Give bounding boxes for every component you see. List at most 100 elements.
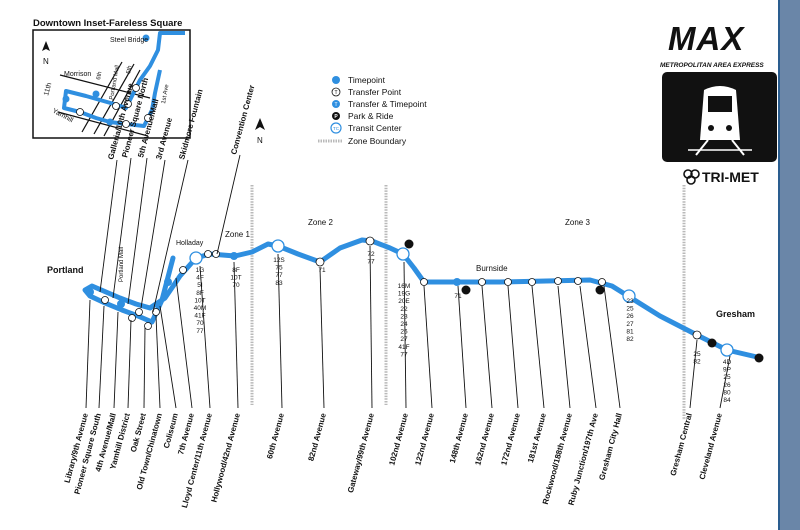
route-number: 70 — [196, 320, 204, 327]
station-label-bottom-20: Ruby Junction/197th Ave — [567, 412, 600, 507]
route-number: 20E — [398, 298, 410, 305]
route-number: 41F — [194, 313, 205, 320]
route-number: 12S — [273, 257, 285, 264]
station-label-bottom-22: Gresham Central — [669, 412, 694, 477]
route-number: 27 — [626, 321, 634, 328]
north-label: N — [257, 136, 263, 145]
station-label-bottom-10: 60th Avenue — [265, 412, 286, 460]
legend-park-ride-symbol: P — [334, 114, 338, 120]
north-arrow-icon — [255, 118, 265, 130]
route-number: 4D — [723, 359, 732, 366]
legend-transit-center-label: Transit Center — [348, 123, 402, 133]
route-number: 41F — [398, 344, 409, 351]
route-number: 26 — [400, 329, 408, 336]
inset-route-line — [62, 31, 185, 128]
route-number: 81 — [626, 328, 634, 335]
brand-subtitle: METROPOLITAN AREA EXPRESS — [660, 62, 764, 69]
legend-transfer-symbol: T — [334, 90, 337, 96]
transfer-points — [230, 236, 702, 340]
inset-label-morrison: Morrison — [64, 71, 91, 78]
station-label-bottom-18: 181st Avenue — [526, 412, 548, 464]
legend-park-ride-label: Park & Ride — [348, 111, 394, 121]
legend-transit-center-icon — [330, 122, 342, 134]
zone-1-label: Zone 1 — [225, 230, 250, 239]
route-number: 26 — [723, 382, 731, 389]
inset-label-portland-mall: Portland Mall — [109, 65, 121, 101]
route-number: 27 — [400, 336, 408, 343]
station-label-bottom-14: 122nd Avenue — [413, 412, 436, 467]
route-number: 8F — [232, 267, 240, 274]
route-number: 75 — [275, 265, 283, 272]
place-portland: Portland — [47, 265, 84, 275]
route-number: 25 — [723, 374, 731, 381]
inset-north-label: N — [43, 57, 49, 66]
bus-route-lists: 1G4F5I8F10T40M41F70778F10T7012S757783717… — [194, 251, 732, 404]
agency-name: TRI-MET — [702, 169, 759, 185]
zone-3-label: Zone 3 — [565, 218, 590, 227]
route-number: 26 — [626, 313, 634, 320]
transit-centers — [189, 239, 734, 357]
place-holladay: Holladay — [176, 240, 204, 247]
inset-label-steel-bridge: Steel Bridge — [110, 37, 148, 44]
route-number: 72 — [367, 251, 375, 258]
inset-label-1st-ave: 1st Ave — [161, 83, 170, 104]
route-number: 10T — [230, 275, 241, 282]
route-number: 40M — [194, 305, 207, 312]
train-icon — [688, 86, 752, 156]
inset-title: Downtown Inset-Fareless Square — [33, 18, 182, 29]
route-number: 8F — [196, 290, 204, 297]
route-number: 5I — [197, 282, 203, 289]
station-label-bottom-9: Hollywood/42nd Avenue — [209, 412, 242, 504]
route-number: 19G — [398, 291, 410, 298]
route-number: 25 — [693, 351, 701, 358]
route-number: 10T — [194, 297, 205, 304]
inset-label-11th: 11th — [43, 82, 53, 97]
legend-park-ride-icon — [332, 112, 340, 120]
route-number: 82 — [693, 359, 701, 366]
tri-met-swirl-icon — [683, 169, 700, 185]
route-number: 24 — [400, 321, 408, 328]
portland-mall-label: Portland Mall — [119, 247, 125, 282]
zone-2-label: Zone 2 — [308, 218, 333, 227]
station-label-bottom-16: 162nd Avenue — [473, 412, 496, 467]
legend: Timepoint T Transfer Point T Transfer & … — [318, 75, 427, 146]
route-number: 71 — [318, 267, 326, 274]
legend-timepoint-label: Timepoint — [348, 75, 386, 85]
route-number: 23 — [400, 313, 408, 320]
station-label-bottom-13: 102nd Avenue — [387, 412, 410, 467]
route-number: 4F — [196, 275, 204, 282]
route-number: 77 — [196, 328, 204, 335]
route-number: 9P — [723, 367, 731, 374]
route-number: 84 — [723, 397, 731, 404]
legend-zone-boundary-label: Zone Boundary — [348, 136, 407, 146]
inset-stops — [76, 84, 152, 128]
station-label-bottom-11: 82nd Avenue — [307, 412, 329, 462]
legend-transfer-timepoint-symbol: T — [334, 102, 337, 108]
route-number: 25 — [626, 306, 634, 313]
route-number: 83 — [275, 280, 283, 287]
timepoints — [86, 278, 172, 308]
zone-boundaries — [250, 185, 686, 420]
inset-north-arrow-icon — [42, 41, 50, 51]
station-leader-lines — [85, 154, 731, 409]
route-number: 70 — [232, 282, 240, 289]
route-number: 77 — [367, 259, 375, 266]
station-label-bottom-17: 172nd Avenue — [499, 412, 522, 467]
station-label-bottom-7: 7th Avenue — [176, 412, 196, 456]
max-logo: MAX METROPOLITAN AREA EXPRESS TRI-MET — [660, 20, 777, 185]
route-number: 23 — [626, 298, 634, 305]
inset-timepoints — [62, 34, 150, 126]
inset-label-5th: 5th — [126, 65, 133, 74]
station-label-top-5: Convention Center — [229, 84, 256, 155]
binding-strip — [780, 0, 800, 530]
park-and-ride-markers — [404, 239, 764, 363]
binding-edge — [778, 0, 780, 530]
route-number: 71 — [454, 293, 462, 300]
route-number: 80 — [723, 389, 731, 396]
legend-transfer-timepoint-label: Transfer & Timepoint — [348, 99, 427, 109]
legend-transit-center-symbol: TC — [333, 126, 340, 131]
place-burnside: Burnside — [476, 264, 508, 273]
route-number: 22 — [400, 306, 408, 313]
